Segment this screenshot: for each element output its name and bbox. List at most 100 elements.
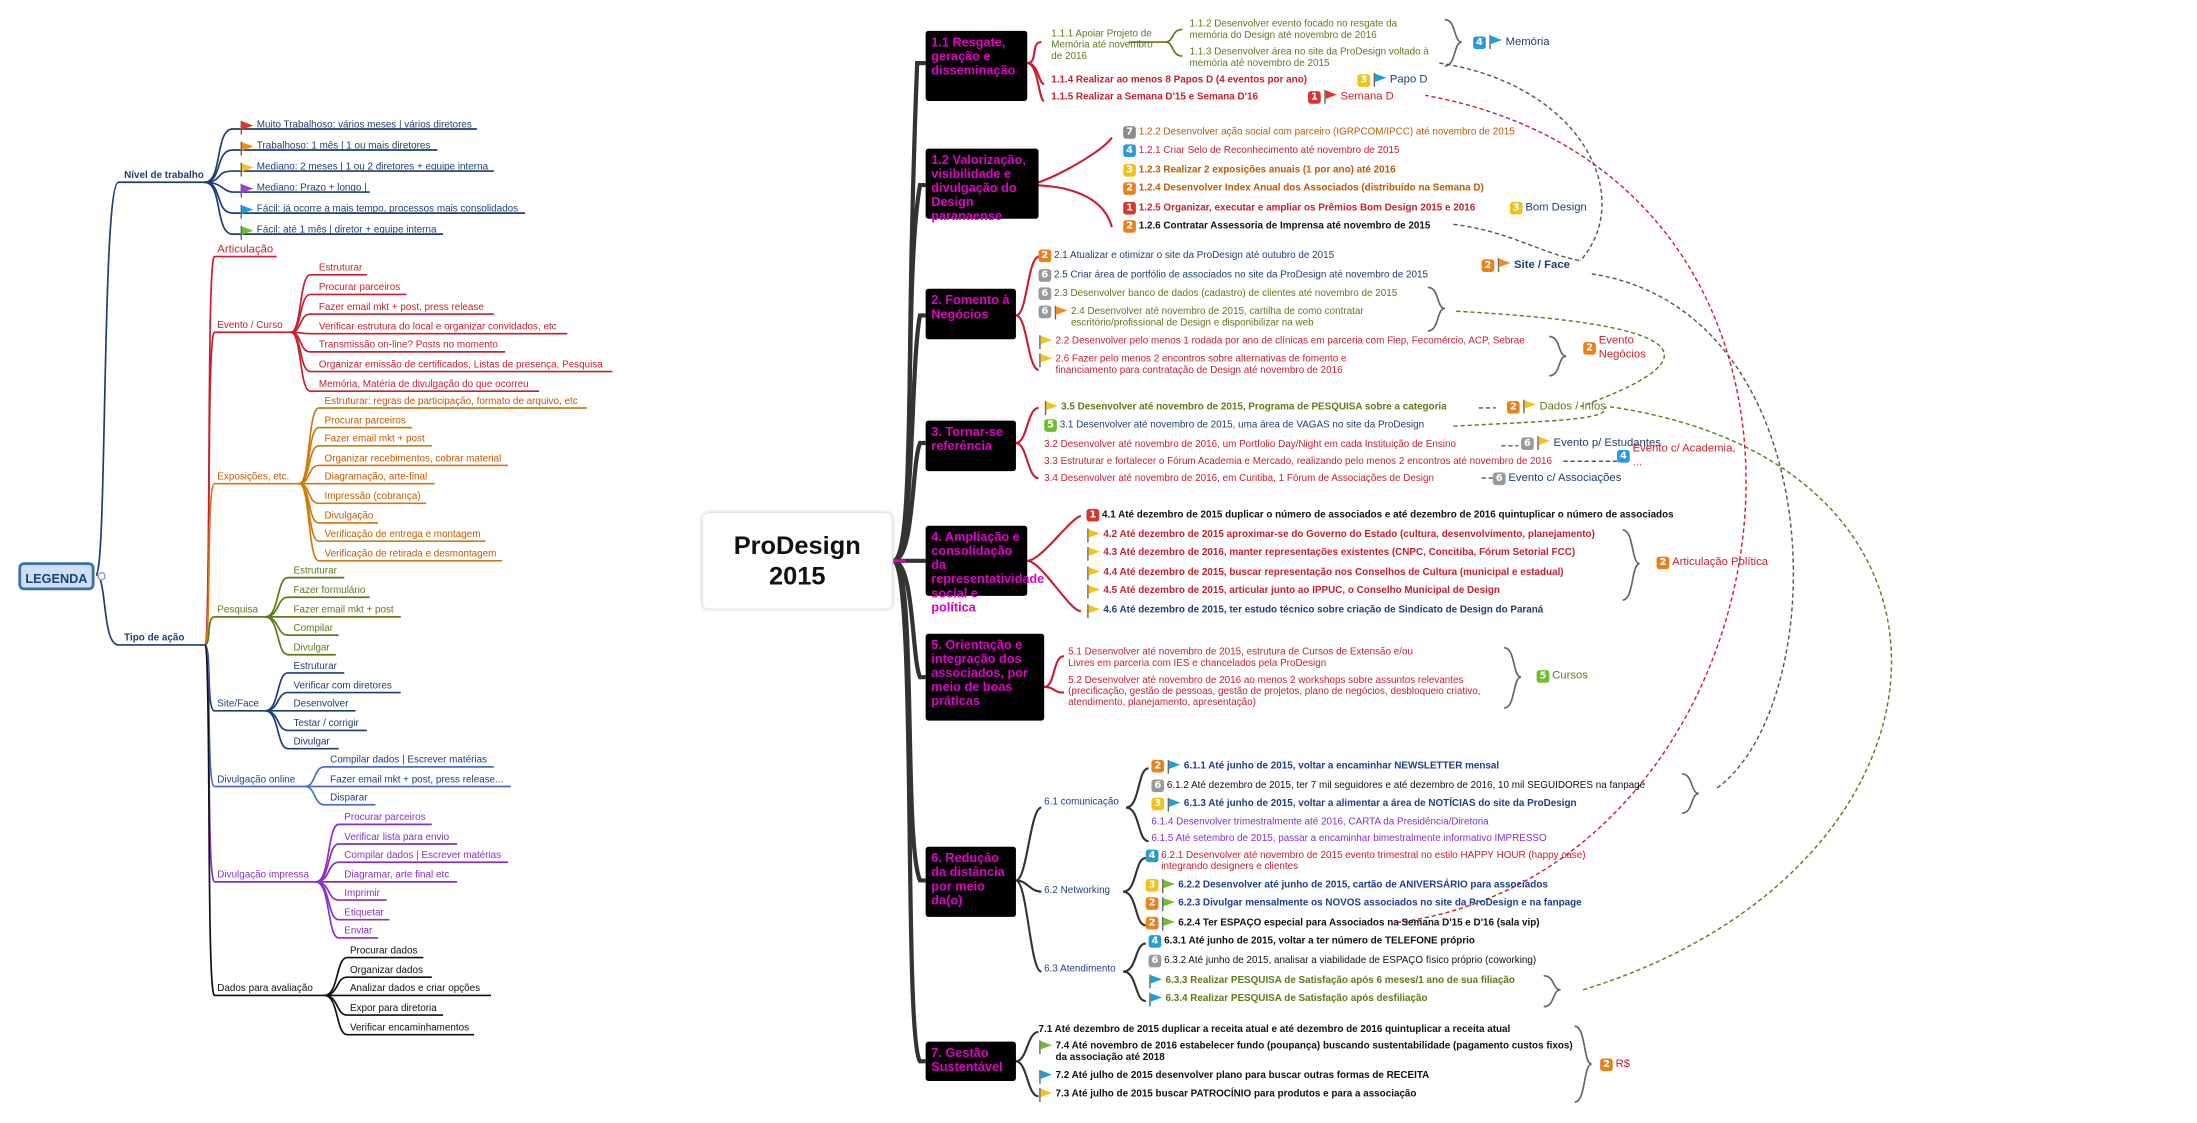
task-item[interactable]: 1.2.1 Criar Selo de Reconhecimento até n… xyxy=(1138,146,1400,157)
tipo-item[interactable]: Compilar dados | Escrever matérias xyxy=(344,851,502,861)
tipo-group-label[interactable]: Exposições, etc. xyxy=(217,472,290,483)
task-item[interactable]: 6.1.2 Até dezembro de 2015, ter 7 mil se… xyxy=(1166,780,1646,791)
task-item[interactable]: 4.6 Até dezembro de 2015, ter estudo téc… xyxy=(1103,604,1544,615)
tipo-item[interactable]: Diagramação, arte-final xyxy=(324,472,428,483)
task-item[interactable]: 7.4 Até novembro de 2016 estabelecer fun… xyxy=(1055,1041,1573,1063)
tipo-item[interactable]: Divulgação xyxy=(324,511,374,522)
tipo-group-label[interactable]: Pesquisa xyxy=(217,605,258,616)
tipo-item[interactable]: Impressão (cobrança) xyxy=(324,492,421,502)
tipo-item[interactable]: Disparar xyxy=(330,793,368,804)
task-item[interactable]: 3.2 Desenvolver até novembro de 2016, um… xyxy=(1044,440,1456,451)
branch-node[interactable]: 1.2 Valorização, visibilidade e divulgaç… xyxy=(925,148,1039,223)
tipo-item[interactable]: Estruturar: regras de participação, form… xyxy=(324,396,578,407)
tipo-item[interactable]: Verificar estrutura do local e organizar… xyxy=(318,322,557,333)
task-item[interactable]: 2.2 Desenvolver pelo menos 1 rodada por … xyxy=(1055,336,1525,347)
tipo-item[interactable]: Verificar com diretores xyxy=(293,681,392,692)
task-item[interactable]: 1.1.5 Realizar a Semana D'15 e Semana D'… xyxy=(1051,92,1258,103)
task-item[interactable]: 6.2.3 Divulgar mensalmente os NOVOS asso… xyxy=(1178,898,1582,909)
task-item[interactable]: 4.1 Até dezembro de 2015 duplicar o núme… xyxy=(1102,510,1674,521)
task-item[interactable]: 4.5 Até dezembro de 2015, articular junt… xyxy=(1103,586,1500,596)
tipo-item[interactable]: Imprimir xyxy=(344,888,380,899)
branch-node[interactable]: 7. Gestão Sustentável xyxy=(925,1041,1016,1081)
task-item[interactable]: 7.2 Até julho de 2015 desenvolver plano … xyxy=(1055,1071,1430,1081)
tipo-item[interactable]: Verificação de retirada e desmontagem xyxy=(324,549,497,560)
subgroup-label[interactable]: 6.2 Networking xyxy=(1044,886,1111,896)
tipo-item[interactable]: Organizar emissão de certificados, Lista… xyxy=(318,360,603,371)
tipo-item[interactable]: Fazer email mkt + post xyxy=(324,434,425,445)
tipo-item[interactable]: Procurar parceiros xyxy=(344,813,426,823)
tipo-item[interactable]: Fazer email mkt + post, press release xyxy=(318,302,484,313)
task-item[interactable]: 6.3.2 Até junho de 2015, analisar a viab… xyxy=(1164,956,1537,966)
subgroup-label[interactable]: 6.1 comunicação xyxy=(1044,797,1119,808)
task-item[interactable]: 1.2.4 Desenvolver Index Anual dos Associ… xyxy=(1138,183,1484,194)
subgroup-label[interactable]: 6.3 Atendimento xyxy=(1044,964,1116,975)
tipo-item[interactable]: Procurar dados xyxy=(349,946,418,957)
tipo-item[interactable]: Analizar dados e criar opções xyxy=(349,984,481,995)
task-item[interactable]: 6.1.5 Até setembro de 2015, passar a enc… xyxy=(1151,834,1547,845)
tipo-item[interactable]: Fazer email mkt + post xyxy=(293,605,394,616)
tipo-group-label[interactable]: Site/Face xyxy=(217,699,260,710)
branch-node[interactable]: 1.1 Resgate, geração e disseminação xyxy=(925,30,1028,101)
tipo-item[interactable]: Expor para diretoria xyxy=(349,1003,437,1014)
tipo-item[interactable]: Diagramar, arte final etc xyxy=(344,870,450,881)
tipo-item[interactable]: Enviar xyxy=(344,926,373,937)
tipo-group-label[interactable]: Dados para avaliação xyxy=(217,984,313,995)
task-item[interactable]: 3.1 Desenvolver até novembro de 2015, um… xyxy=(1059,420,1425,431)
task-item[interactable]: 6.1.1 Até junho de 2015, voltar a encami… xyxy=(1183,761,1500,772)
task-item[interactable]: 1.1.4 Realizar ao menos 8 Papos D (4 eve… xyxy=(1051,75,1308,86)
task-item[interactable]: 1.1.3 Desenvolver área no site da ProDes… xyxy=(1189,47,1429,69)
tipo-item[interactable]: Estruturar xyxy=(318,263,363,274)
branch-node[interactable]: 4. Ampliação e consolidação da represent… xyxy=(925,525,1044,614)
task-item[interactable]: 4.2 Até dezembro de 2015 aproximar-se do… xyxy=(1103,529,1595,540)
tipo-item[interactable]: Verificar encaminhamentos xyxy=(349,1023,470,1034)
task-item[interactable]: 1.2.2 Desenvolver ação social com parcei… xyxy=(1138,127,1515,138)
task-item[interactable]: 6.1.4 Desenvolver trimestralmente até 20… xyxy=(1151,817,1489,828)
task-item[interactable]: 6.3.4 Realizar PESQUISA de Satisfação ap… xyxy=(1165,994,1428,1004)
tipo-item[interactable]: Etiquetar xyxy=(344,908,384,919)
tipo-item[interactable]: Procurar parceiros xyxy=(324,416,406,427)
collapse-toggle[interactable] xyxy=(97,572,106,581)
task-item[interactable]: 3.5 Desenvolver até novembro de 2015, Pr… xyxy=(1061,402,1447,413)
tipo-group-label[interactable]: Evento / Curso xyxy=(217,321,283,331)
task-item[interactable]: 1.2.6 Contratar Assessoria de Imprensa a… xyxy=(1138,221,1431,232)
tipo-item[interactable]: Verificar lista para envio xyxy=(344,832,450,843)
task-item[interactable]: 6.2.4 Ter ESPAÇO especial para Associado… xyxy=(1178,918,1540,929)
tipo-item[interactable]: Estruturar xyxy=(293,661,337,672)
tipo-item[interactable]: Estruturar xyxy=(293,566,337,577)
tipo-item[interactable]: Fazer formulário xyxy=(293,586,366,596)
branch-node[interactable]: 6. Redução da distância por meio da(o) xyxy=(925,846,1016,917)
task-item[interactable]: 1.1.1 Apoiar Projeto de Memória até nove… xyxy=(1051,29,1153,62)
task-item[interactable]: 3.3 Estruturar e fortalecer o Fórum Acad… xyxy=(1044,457,1553,467)
task-item[interactable]: 5.1 Desenvolver até novembro de 2015, es… xyxy=(1068,647,1413,669)
tipo-item[interactable]: Divulgar xyxy=(293,737,330,748)
root-topic[interactable]: ProDesign 2015 xyxy=(702,513,892,609)
tipo-item[interactable]: Memória, Matéria de divulgação do que oc… xyxy=(318,379,529,390)
task-item[interactable]: 7.3 Até julho de 2015 buscar PATROCÍNIO … xyxy=(1055,1089,1417,1100)
task-item[interactable]: 2.6 Fazer pelo menos 2 encontros sobre a… xyxy=(1055,354,1347,376)
tipo-item[interactable]: Desenvolver xyxy=(293,699,349,710)
task-item[interactable]: 2.4 Desenvolver até novembro de 2015, ca… xyxy=(1070,307,1364,329)
task-item[interactable]: 6.3.1 Até junho de 2015, voltar a ter nú… xyxy=(1164,936,1475,947)
task-item[interactable]: 1.2.5 Organizar, executar e ampliar os P… xyxy=(1138,202,1476,213)
tipo-group-label[interactable]: Divulgação online xyxy=(217,775,296,786)
tipo-item[interactable]: Organizar recebimentos, cobrar material xyxy=(324,454,502,465)
tipo-item[interactable]: Procurar parceiros xyxy=(318,283,401,294)
task-item[interactable]: 1.1.2 Desenvolver evento focado no resga… xyxy=(1189,19,1398,41)
task-item[interactable]: 4.4 Até dezembro de 2015, buscar represe… xyxy=(1103,567,1564,577)
task-item[interactable]: 6.1.3 Até junho de 2015, voltar a alimen… xyxy=(1183,799,1577,809)
legend-node[interactable]: LEGENDA xyxy=(18,562,95,591)
tipo-item[interactable]: Compilar xyxy=(293,623,334,634)
task-item[interactable]: 2.5 Criar área de portfólio de associado… xyxy=(1054,270,1428,281)
task-item[interactable]: 1.2.3 Realizar 2 exposições anuais (1 po… xyxy=(1138,165,1396,175)
